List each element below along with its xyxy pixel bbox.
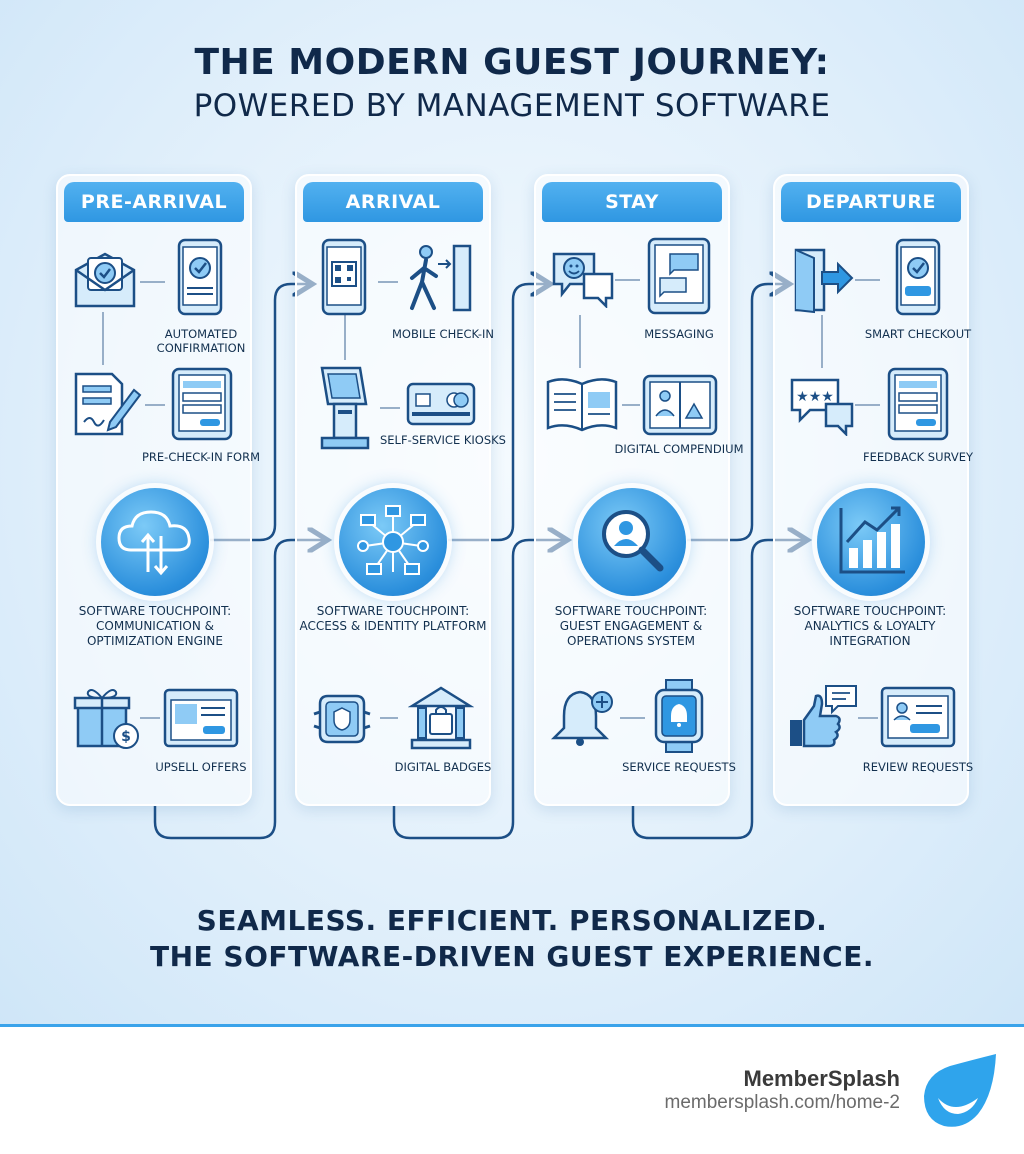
qr-phone-icon [321, 238, 367, 316]
brand-url[interactable]: membersplash.com/home-2 [664, 1092, 900, 1113]
browser-review-icon [880, 686, 956, 748]
open-book-icon [546, 378, 618, 432]
item-label: AUTOMATED CONFIRMATION [156, 327, 246, 355]
tablet-survey-icon [887, 367, 949, 441]
divider [0, 1024, 1024, 1027]
touchpoint-circle [101, 488, 209, 596]
gift-icon: $ [73, 689, 139, 749]
magnifier-user-icon [602, 510, 664, 572]
item-label: UPSELL OFFERS [155, 760, 247, 774]
kiosk-icon [320, 366, 370, 450]
item-label: SELF-SERVICE KIOSKS [379, 433, 506, 447]
item-label: DIGITAL COMPENDIUM [614, 442, 744, 456]
bank-lock-icon [408, 686, 474, 750]
touchpoint-circle [578, 488, 686, 596]
stage-header: STAY [542, 182, 722, 222]
item-label: SERVICE REQUESTS [622, 760, 736, 774]
bar-chart-icon [839, 506, 905, 574]
touchpoint-label: SOFTWARE TOUCHPOINT: COMMUNICATION & OPT… [78, 604, 232, 648]
tagline-line-1: SEAMLESS. EFFICIENT. PERSONALIZED. [196, 904, 828, 937]
page-title: THE MODERN GUEST JOURNEY: [194, 42, 830, 83]
browser-offer-icon [163, 688, 239, 748]
cloud-sync-icon [117, 510, 191, 576]
touchpoint-circle [339, 488, 447, 596]
brand-name: MemberSplash [743, 1066, 901, 1091]
item-label: FEEDBACK SURVEY [862, 450, 974, 464]
tablet-chat-icon [647, 237, 711, 315]
watch-bell-icon [654, 679, 704, 753]
bell-plus-icon [550, 690, 613, 746]
thumbs-up-chat-icon [790, 685, 857, 748]
item-label: PRE-CHECK-IN FORM [141, 450, 261, 464]
keycard-icon [406, 382, 476, 426]
svg-text:★★★: ★★★ [796, 389, 834, 405]
item-label: DIGITAL BADGES [394, 760, 492, 774]
form-icon [74, 372, 142, 436]
stage-header: DEPARTURE [781, 182, 961, 222]
door-exit-icon [794, 248, 854, 314]
smartwatch-icon [313, 694, 371, 744]
page-subtitle: POWERED BY MANAGEMENT SOFTWARE [193, 88, 831, 124]
item-label: MOBILE CHECK-IN [391, 327, 495, 341]
membersplash-logo [924, 1054, 996, 1127]
stage-header: PRE-ARRIVAL [64, 182, 244, 222]
phone-check-icon [895, 238, 941, 316]
item-label: REVIEW REQUESTS [862, 760, 974, 774]
network-icon [357, 505, 429, 575]
stage-header: ARRIVAL [303, 182, 483, 222]
phone-check-icon [177, 238, 223, 316]
item-label: SMART CHECKOUT [864, 327, 972, 341]
stars-chat-icon: ★★★ [790, 378, 854, 436]
touchpoint-label: SOFTWARE TOUCHPOINT: ACCESS & IDENTITY P… [299, 604, 487, 633]
tablet-form-icon [171, 367, 233, 441]
touchpoint-label: SOFTWARE TOUCHPOINT: ANALYTICS & LOYALTY… [793, 604, 947, 648]
item-label: MESSAGING [644, 327, 714, 341]
chat-smile-icon [552, 252, 614, 308]
envelope-icon [74, 252, 136, 308]
tagline-line-2: THE SOFTWARE-DRIVEN GUEST EXPERIENCE. [150, 940, 874, 973]
svg-text:$: $ [121, 729, 131, 745]
walk-door-icon [410, 244, 472, 312]
tablet-book-icon [642, 374, 718, 436]
touchpoint-label: SOFTWARE TOUCHPOINT: GUEST ENGAGEMENT & … [554, 604, 708, 648]
touchpoint-circle [817, 488, 925, 596]
